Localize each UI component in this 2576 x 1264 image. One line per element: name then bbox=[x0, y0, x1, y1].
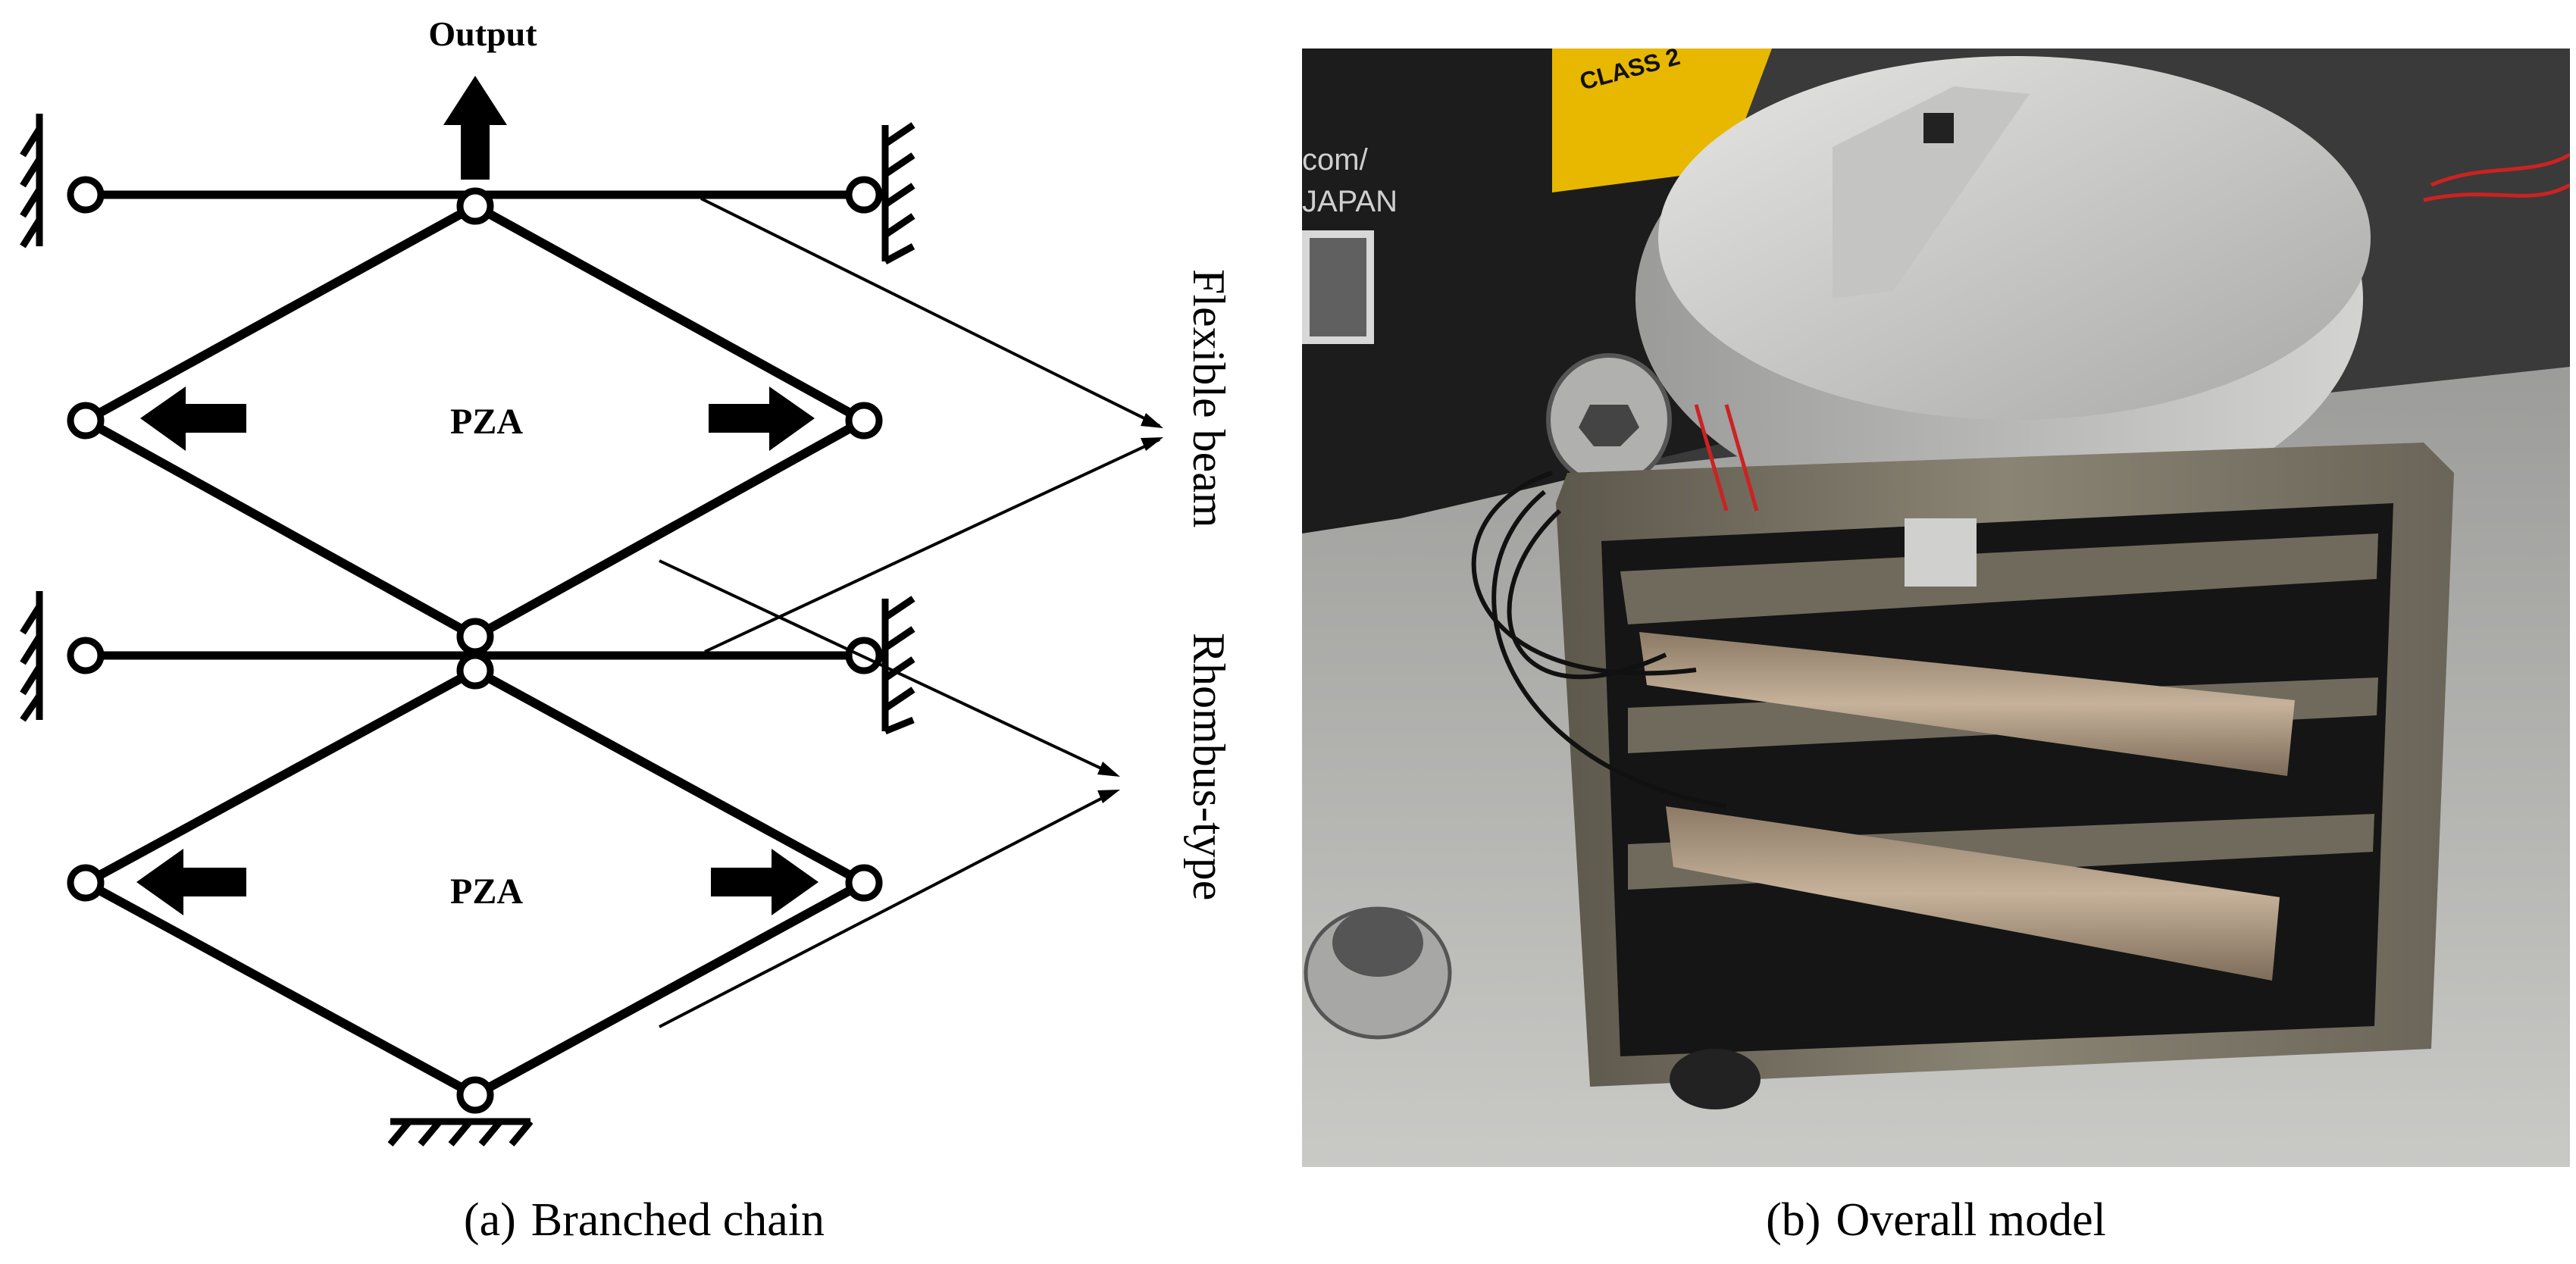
pza-label-upper: PZA bbox=[450, 402, 523, 442]
annotation-leaders bbox=[659, 197, 1160, 1028]
output-label: Output bbox=[428, 14, 537, 53]
caption-a-text: Branched chain bbox=[531, 1194, 825, 1246]
ground-support-top-left bbox=[20, 114, 43, 249]
overall-model-svg: CLASS 2 com/ JAPAN bbox=[1302, 48, 2570, 1167]
annotation-arrowheads bbox=[1097, 413, 1163, 803]
piezo-wires bbox=[1471, 471, 1727, 809]
hinge-middle-upper bbox=[456, 618, 494, 655]
branched-chain-svg: Output bbox=[20, 14, 1234, 1147]
pza-arrow-lower-left bbox=[136, 849, 246, 915]
caption-b-text: Overall model bbox=[1836, 1194, 2106, 1246]
device-print-1: com/ bbox=[1302, 143, 1369, 177]
hinge-upper-right bbox=[845, 402, 883, 440]
ground-support-bottom bbox=[387, 1118, 534, 1147]
output-arrow bbox=[443, 76, 507, 180]
branched-chain-diagram: Output bbox=[0, 0, 1288, 1182]
leader-rhombus-lower bbox=[659, 790, 1115, 1028]
red-wires bbox=[1694, 152, 2570, 512]
caption-a-label: (a) bbox=[463, 1194, 516, 1246]
pza-arrow-upper-right bbox=[709, 386, 815, 451]
table-hole bbox=[1670, 1049, 1761, 1109]
hinge-bottom-center bbox=[456, 1076, 494, 1114]
hinge-top-right bbox=[845, 176, 883, 214]
ground-support-top-right bbox=[881, 122, 916, 264]
pza-arrow-upper-left bbox=[140, 386, 246, 451]
mount-bracket bbox=[1833, 86, 2030, 299]
leader-flexible-top bbox=[700, 197, 1160, 427]
hinge-middle-left bbox=[67, 637, 105, 674]
hinge-lower-left bbox=[67, 864, 105, 902]
pza-label-lower: PZA bbox=[450, 871, 523, 912]
piezo-stack-lower bbox=[1666, 806, 2280, 981]
hex-socket-top bbox=[1579, 405, 1639, 446]
output-contact bbox=[1905, 518, 1977, 587]
flexible-beam-label: Flexible beam bbox=[1184, 269, 1234, 528]
hinge-upper-left bbox=[67, 402, 105, 440]
hinge-lower-right bbox=[845, 864, 883, 902]
ground-support-middle-right bbox=[881, 596, 916, 735]
caption-branched-chain: (a) Branched chain bbox=[0, 1194, 1288, 1247]
flexure-beam-1 bbox=[1620, 533, 2378, 624]
hinge-middle-lower bbox=[456, 652, 494, 690]
caption-overall-model: (b) Overall model bbox=[1302, 1194, 2570, 1247]
bracket-screw bbox=[1923, 113, 1954, 143]
rhombus-type-label: Rhombus-type bbox=[1184, 633, 1234, 900]
hinge-top-left bbox=[67, 176, 105, 214]
leader-rhombus-upper bbox=[659, 559, 1115, 776]
piezo-stack-upper bbox=[1639, 632, 2295, 776]
hinges bbox=[67, 176, 883, 1114]
hinge-top-center bbox=[456, 187, 494, 225]
pza-arrow-lower-right bbox=[711, 849, 818, 915]
caption-b-label: (b) bbox=[1766, 1194, 1821, 1246]
device-print-2: JAPAN bbox=[1302, 185, 1398, 218]
qr-code-pattern bbox=[1310, 238, 1366, 336]
overall-model-photo: CLASS 2 com/ JAPAN bbox=[1302, 48, 2570, 1167]
ground-support-middle-left bbox=[20, 591, 43, 722]
hex-socket-bottom bbox=[1332, 909, 1423, 977]
